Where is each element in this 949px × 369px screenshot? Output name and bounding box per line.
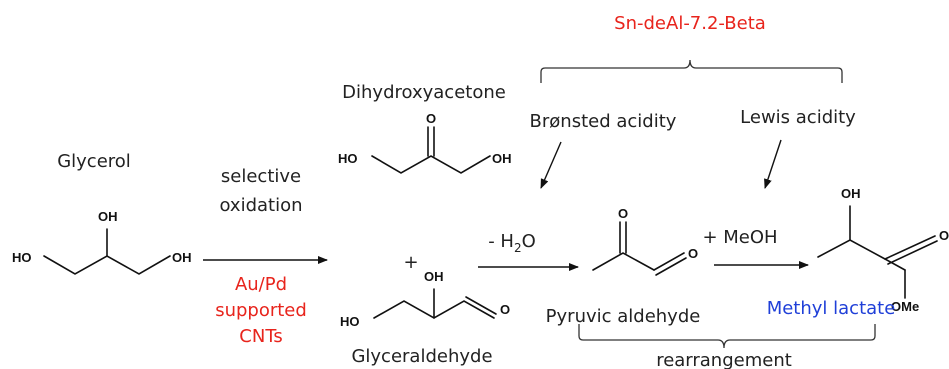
methyl-lactate-label: Methyl lactate <box>767 298 896 319</box>
catalyst-cnts: CNTs <box>239 326 282 347</box>
svg-text:OH: OH <box>841 186 861 201</box>
svg-text:OH: OH <box>98 209 118 224</box>
catalyst-au-pd: Au/Pd <box>235 274 287 295</box>
svg-text:HO: HO <box>340 314 360 329</box>
svg-text:O: O <box>688 246 698 261</box>
pyruvic-aldehyde-label: Pyruvic aldehyde <box>546 306 701 327</box>
catalyst-supported: supported <box>215 300 307 321</box>
lewis-arrow <box>764 139 782 189</box>
plus-meoh-label: + MeOH <box>702 227 777 248</box>
svg-text:O: O <box>426 111 436 126</box>
rearrangement-brace <box>578 324 876 349</box>
svg-text:OH: OH <box>492 151 512 166</box>
catalyst-label: Sn-deAl-7.2-Beta <box>614 13 766 34</box>
selective-label: selective <box>221 166 301 187</box>
methyl-lactate-structure: OH O OMe <box>817 186 949 314</box>
dihydroxyacetone-label: Dihydroxyacetone <box>342 82 506 103</box>
dihydroxyacetone-structure: HO O OH <box>338 111 512 174</box>
minus-water-label: - H2O <box>488 231 536 255</box>
svg-text:O: O <box>939 228 949 243</box>
lewis-acidity-label: Lewis acidity <box>740 107 856 128</box>
svg-text:OMe: OMe <box>891 299 919 314</box>
glyceraldehyde-label: Glyceraldehyde <box>351 346 492 367</box>
plus-sign: + <box>403 252 418 273</box>
svg-text:O: O <box>500 302 510 317</box>
svg-text:OH: OH <box>424 269 444 284</box>
glycerol-label: Glycerol <box>57 151 131 172</box>
svg-text:HO: HO <box>338 151 358 166</box>
bronsted-arrow <box>540 141 562 189</box>
catalyst-brace <box>540 59 843 83</box>
rearrangement-label: rearrangement <box>656 350 792 369</box>
svg-text:O: O <box>618 206 628 221</box>
pyruvic-aldehyde-structure: O O <box>592 206 698 276</box>
glycerol-structure: HO OH OH <box>12 209 192 275</box>
svg-text:HO: HO <box>12 250 32 265</box>
bronsted-acidity-label: Brønsted acidity <box>530 111 677 132</box>
oxidation-label: oxidation <box>219 195 302 216</box>
glyceraldehyde-structure: HO OH O <box>340 269 510 329</box>
svg-text:OH: OH <box>172 250 192 265</box>
